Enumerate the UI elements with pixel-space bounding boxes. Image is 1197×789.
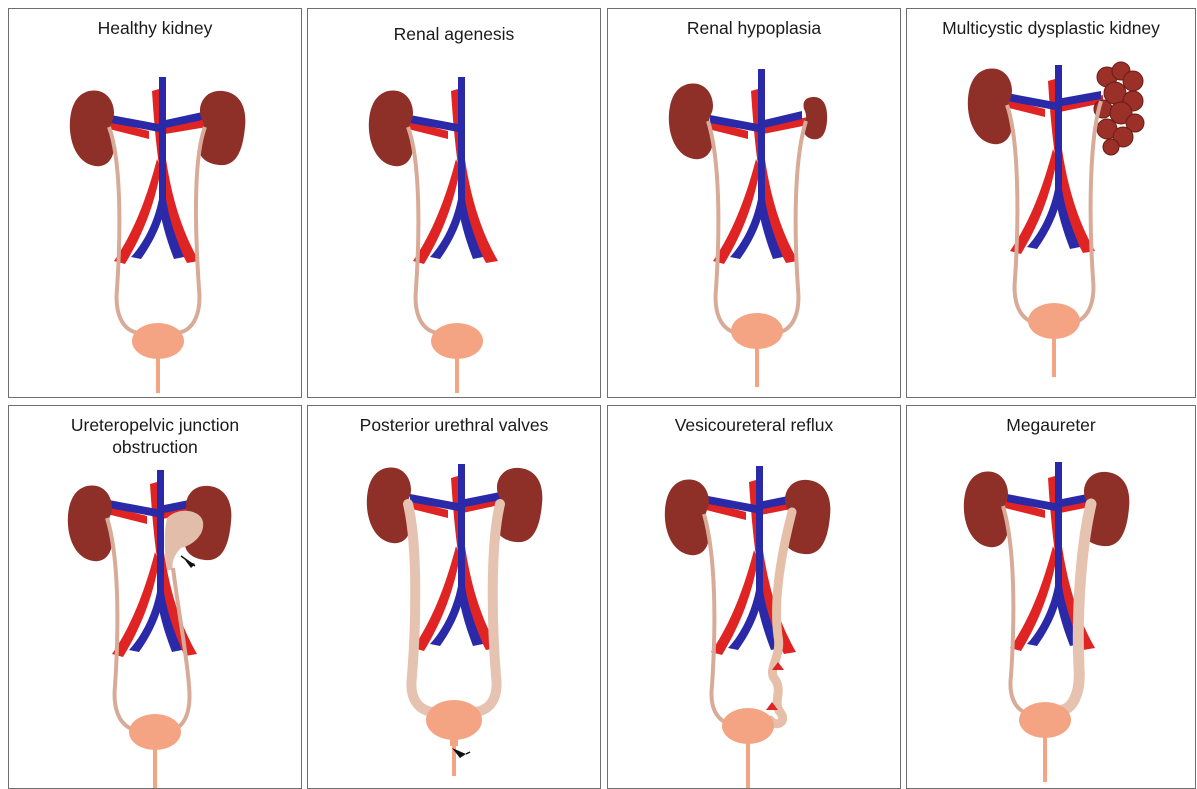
urinary-system-illustration [9,9,302,398]
tortuous-refluxing-ureter [770,512,792,724]
ureters [408,127,448,333]
bladder [731,313,783,387]
panel-renal-hypoplasia: Renal hypoplasia [607,8,901,398]
urinary-system-illustration [9,406,302,789]
panel-vesicoureteral-reflux: Vesicoureteral reflux [607,405,901,789]
urinary-system-illustration [608,9,901,398]
kidney-left [665,479,709,555]
panel-multicystic-dysplastic-kidney: Multicystic dysplastic kidney [906,8,1196,398]
kidney-left [964,471,1008,547]
panel-megaureter: Megaureter [906,405,1196,789]
urinary-system-illustration [907,406,1196,789]
panel-posterior-urethral-valves: Posterior urethral valves [307,405,601,789]
urinary-system-illustration [608,406,901,789]
bladder [132,323,184,393]
kidney-left [669,83,713,159]
obstruction-arrowhead-icon [181,556,195,568]
kidney-right-small [803,97,827,139]
kidney-left [68,485,112,561]
bladder [722,708,774,788]
urinary-system-illustration [308,406,601,789]
panel-healthy-kidney: Healthy kidney [8,8,302,398]
urinary-system-illustration [308,9,601,398]
panel-ureteropelvic-junction-obstruction: Ureteropelvic junction obstruction [8,405,302,789]
bladder [129,714,181,789]
urinary-system-illustration [907,9,1196,398]
panel-renal-agenesis: Renal agenesis [307,8,601,398]
bladder [426,700,482,776]
bladder [1028,303,1080,377]
vein [111,77,207,259]
multicystic-kidney [1094,62,1144,155]
vein [410,77,483,259]
bladder [431,323,483,393]
bladder [1019,702,1071,782]
